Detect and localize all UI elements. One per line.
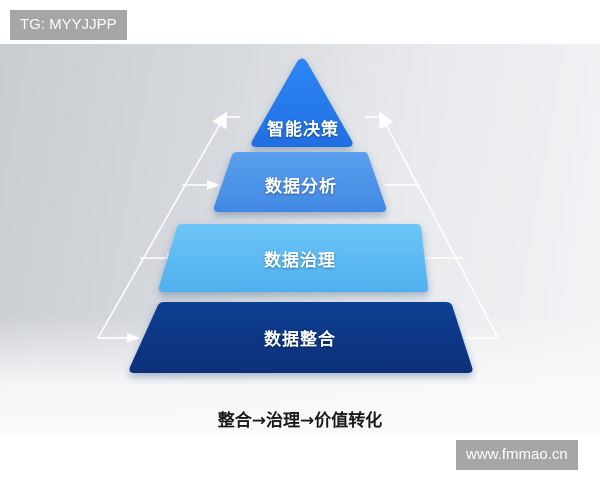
pyramid-layer-3 bbox=[158, 224, 429, 292]
diagram-caption: 整合→治理→价值转化 bbox=[217, 411, 383, 431]
layer-label-governance: 数据治理 bbox=[264, 251, 336, 271]
pyramid-layer-2 bbox=[213, 152, 387, 212]
pyramid-layer-top bbox=[251, 58, 353, 147]
layer-label-analysis: 数据分析 bbox=[265, 177, 337, 197]
layer-label-decision: 智能决策 bbox=[267, 120, 339, 140]
layer-label-integration: 数据整合 bbox=[264, 330, 336, 350]
watermark-bottom-right: www.fmmao.cn bbox=[456, 440, 578, 470]
watermark-top-left: TG: MYYJJPP bbox=[10, 10, 127, 40]
pyramid-layer-base bbox=[129, 302, 473, 373]
right-flow-arrow-icon bbox=[365, 111, 499, 339]
